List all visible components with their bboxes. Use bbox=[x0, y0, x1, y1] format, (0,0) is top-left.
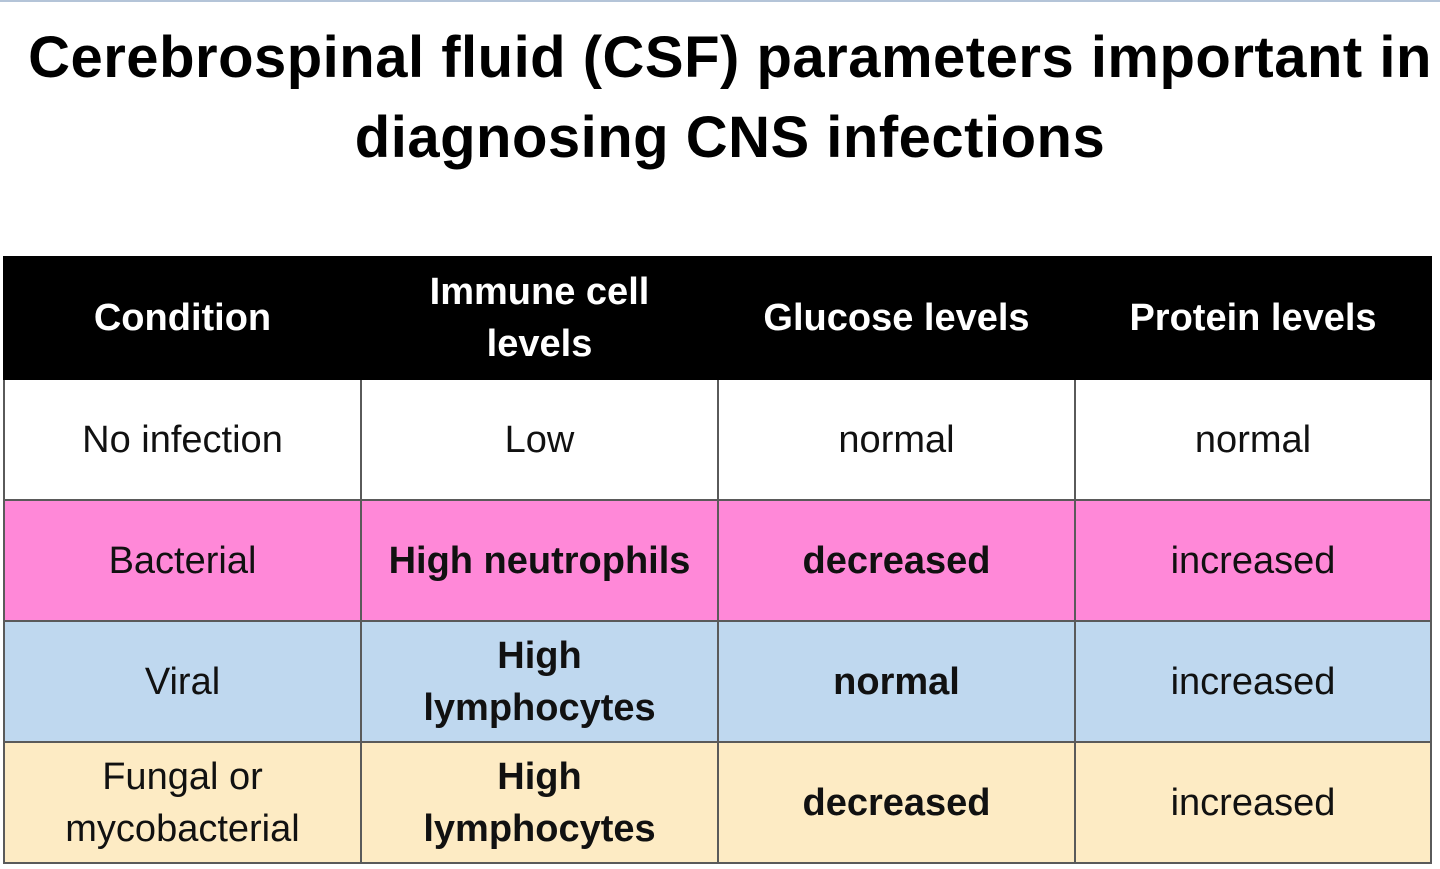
cell-immune: High neutrophils bbox=[360, 499, 719, 622]
cell-glucose: normal bbox=[717, 620, 1076, 743]
title-line-2: diagnosing CNS infections bbox=[354, 105, 1106, 170]
header-immune-cell-levels: Immune cell levels bbox=[360, 256, 719, 380]
table-header-row: Condition Immune cell levels Glucose lev… bbox=[3, 256, 1432, 380]
table-row: No infection Low normal normal bbox=[3, 378, 1432, 501]
table-row: Bacterial High neutrophils decreased inc… bbox=[3, 499, 1432, 622]
table-row: Fungal or mycobacterial High lymphocytes… bbox=[3, 741, 1432, 864]
table-row: Viral High lymphocytes normal increased bbox=[3, 620, 1432, 743]
title-line-1: Cerebrospinal fluid (CSF) parameters imp… bbox=[28, 25, 1432, 90]
cell-protein: increased bbox=[1074, 741, 1432, 864]
cell-immune: High lymphocytes bbox=[360, 620, 719, 743]
cell-glucose: normal bbox=[717, 378, 1076, 501]
cell-condition: Bacterial bbox=[3, 499, 362, 622]
header-glucose-levels: Glucose levels bbox=[717, 256, 1076, 380]
header-condition: Condition bbox=[3, 256, 362, 380]
cell-glucose: decreased bbox=[717, 499, 1076, 622]
header-protein-levels: Protein levels bbox=[1074, 256, 1432, 380]
page-title: Cerebrospinal fluid (CSF) parameters imp… bbox=[20, 18, 1440, 178]
cell-protein: normal bbox=[1074, 378, 1432, 501]
csf-parameters-table: Condition Immune cell levels Glucose lev… bbox=[3, 256, 1432, 864]
cell-condition: No infection bbox=[3, 378, 362, 501]
cell-glucose: decreased bbox=[717, 741, 1076, 864]
cell-protein: increased bbox=[1074, 620, 1432, 743]
cell-protein: increased bbox=[1074, 499, 1432, 622]
cell-condition: Viral bbox=[3, 620, 362, 743]
cell-condition: Fungal or mycobacterial bbox=[3, 741, 362, 864]
top-rule bbox=[0, 0, 1440, 2]
cell-immune: Low bbox=[360, 378, 719, 501]
cell-immune: High lymphocytes bbox=[360, 741, 719, 864]
